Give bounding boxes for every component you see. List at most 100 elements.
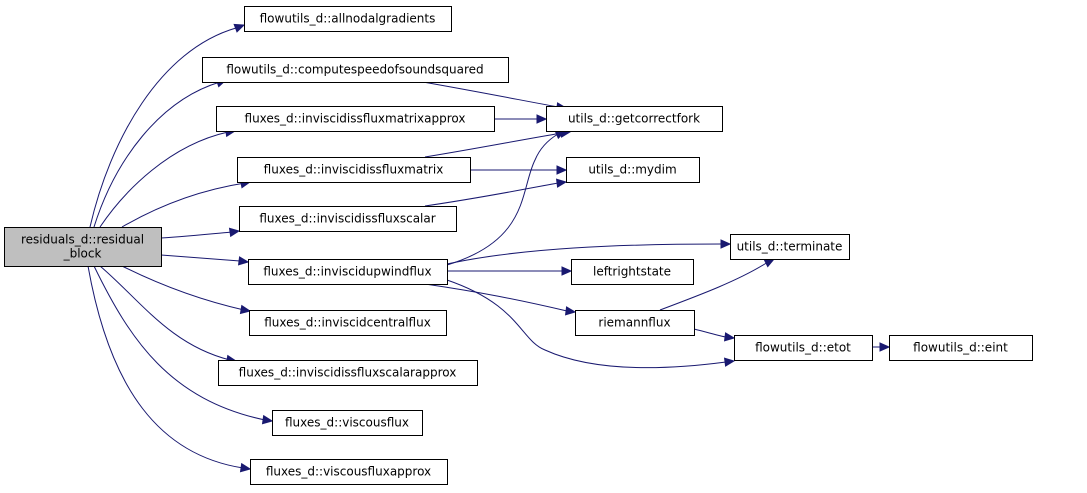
- edge-root-to-viscousapprox: [87, 265, 252, 473]
- arrowhead-icon: [233, 23, 246, 33]
- node-mydim[interactable]: utils_d::mydim: [566, 157, 700, 183]
- node-box[interactable]: [575, 310, 695, 336]
- node-label: fluxes_d::inviscidissfluxscalar: [259, 212, 435, 226]
- node-scalarapprox[interactable]: fluxes_d::inviscidissfluxscalarapprox: [218, 360, 478, 386]
- node-label: fluxes_d::inviscidissfluxmatrixapprox: [245, 112, 466, 126]
- node-riemann[interactable]: riemannflux: [575, 310, 695, 336]
- edge-line: [693, 328, 727, 338]
- node-central[interactable]: fluxes_d::inviscidcentralflux: [249, 310, 447, 336]
- edge-line: [160, 254, 241, 262]
- arrowhead-icon: [555, 178, 568, 188]
- nodes-layer: residuals_d::residual_blockflowutils_d::…: [4, 6, 1033, 485]
- node-scalar[interactable]: fluxes_d::inviscidissfluxscalar: [239, 206, 457, 232]
- node-box[interactable]: [218, 360, 478, 386]
- arrowhead-icon: [239, 304, 252, 315]
- arrowhead-icon: [536, 114, 548, 124]
- edge-line: [160, 231, 233, 239]
- edge-root-to-central: [121, 265, 252, 315]
- node-box[interactable]: [248, 259, 448, 285]
- node-label: fluxes_d::inviscidupwindflux: [263, 265, 431, 279]
- edges-layer: [87, 23, 891, 473]
- node-label: flowutils_d::allnodalgradients: [260, 12, 436, 26]
- node-label: fluxes_d::viscousfluxapprox: [266, 465, 431, 479]
- node-upwind[interactable]: fluxes_d::inviscidupwindflux: [248, 259, 448, 285]
- edge-line: [424, 283, 568, 312]
- node-label: fluxes_d::inviscidissfluxscalarapprox: [239, 366, 457, 380]
- node-box[interactable]: [4, 227, 162, 267]
- edge-line: [121, 182, 246, 228]
- node-viscousapprox[interactable]: fluxes_d::viscousfluxapprox: [250, 459, 448, 485]
- edge-line: [446, 279, 727, 369]
- edge-line: [121, 265, 245, 311]
- edge-line: [99, 265, 231, 361]
- node-box[interactable]: [244, 6, 452, 32]
- edge-line: [659, 261, 769, 311]
- node-terminate[interactable]: utils_d::terminate: [730, 234, 850, 260]
- node-matrixapprox[interactable]: fluxes_d::inviscidissfluxmatrixapprox: [216, 106, 495, 132]
- arrowhead-icon: [261, 414, 274, 425]
- node-box[interactable]: [730, 234, 850, 260]
- edge-line: [89, 27, 237, 228]
- edge-line: [424, 182, 559, 207]
- node-box[interactable]: [566, 157, 700, 183]
- edge-line: [87, 265, 244, 469]
- node-etot[interactable]: flowutils_d::etot: [734, 335, 873, 361]
- node-allnodal[interactable]: flowutils_d::allnodalgradients: [244, 6, 452, 32]
- arrowhead-icon: [237, 256, 250, 266]
- node-speedsq[interactable]: flowutils_d::computespeedofsoundsquared: [202, 57, 509, 83]
- node-box[interactable]: [889, 335, 1033, 361]
- arrowhead-icon: [228, 227, 241, 238]
- node-matrix[interactable]: fluxes_d::inviscidissfluxmatrix: [237, 157, 471, 183]
- node-label: utils_d::mydim: [588, 163, 676, 177]
- node-box[interactable]: [202, 57, 509, 83]
- node-box[interactable]: [249, 310, 447, 336]
- node-viscous[interactable]: fluxes_d::viscousflux: [272, 410, 423, 436]
- node-box[interactable]: [237, 157, 471, 183]
- edge-line: [424, 132, 563, 158]
- edge-root-to-matrixapprox: [99, 127, 237, 228]
- arrowhead-icon: [239, 462, 252, 473]
- arrowhead-icon: [723, 357, 736, 367]
- node-label: flowutils_d::etot: [755, 341, 851, 355]
- node-box[interactable]: [239, 206, 457, 232]
- edge-matrix-to-mydim: [470, 165, 568, 175]
- node-box[interactable]: [250, 459, 448, 485]
- edge-etot-to-eint: [872, 342, 891, 352]
- edge-line: [422, 81, 559, 108]
- edge-line: [93, 81, 221, 228]
- edge-riemann-to-etot: [693, 328, 736, 342]
- edge-upwind-to-riemann: [424, 283, 577, 316]
- node-box[interactable]: [571, 259, 694, 285]
- arrowhead-icon: [763, 258, 776, 268]
- arrowhead-icon: [564, 306, 577, 316]
- node-box[interactable]: [216, 106, 495, 132]
- node-label: fluxes_d::inviscidissfluxmatrix: [264, 163, 444, 177]
- edge-matrix-to-getcorrectfork: [424, 128, 572, 158]
- node-eint[interactable]: flowutils_d::eint: [889, 335, 1033, 361]
- node-root[interactable]: residuals_d::residual_block: [4, 227, 162, 267]
- edge-upwind-to-terminate: [446, 239, 732, 265]
- node-label: _block: [63, 247, 102, 261]
- edge-root-to-speedsq: [93, 78, 228, 228]
- edge-matrixapprox-to-getcorrectfork: [494, 114, 548, 124]
- arrowhead-icon: [720, 239, 732, 249]
- node-label: flowutils_d::computespeedofsoundsquared: [226, 63, 483, 77]
- edge-root-to-allnodal: [89, 23, 246, 228]
- edge-root-to-matrix: [121, 179, 252, 228]
- node-box[interactable]: [734, 335, 873, 361]
- edge-root-to-upwind: [160, 254, 250, 266]
- node-getcorrectfork[interactable]: utils_d::getcorrectfork: [546, 106, 723, 132]
- node-label: riemannflux: [598, 316, 670, 330]
- edge-upwind-to-getcorrectfork: [446, 130, 567, 266]
- node-leftright[interactable]: leftrightstate: [571, 259, 694, 285]
- node-label: fluxes_d::inviscidcentralflux: [264, 316, 431, 330]
- node-box[interactable]: [272, 410, 423, 436]
- node-box[interactable]: [546, 106, 723, 132]
- edge-line: [99, 131, 229, 228]
- arrowhead-icon: [723, 332, 736, 342]
- arrowhead-icon: [879, 342, 891, 352]
- edge-root-to-scalar: [160, 227, 241, 239]
- edge-root-to-viscous: [93, 265, 274, 425]
- node-label: fluxes_d::viscousflux: [285, 416, 409, 430]
